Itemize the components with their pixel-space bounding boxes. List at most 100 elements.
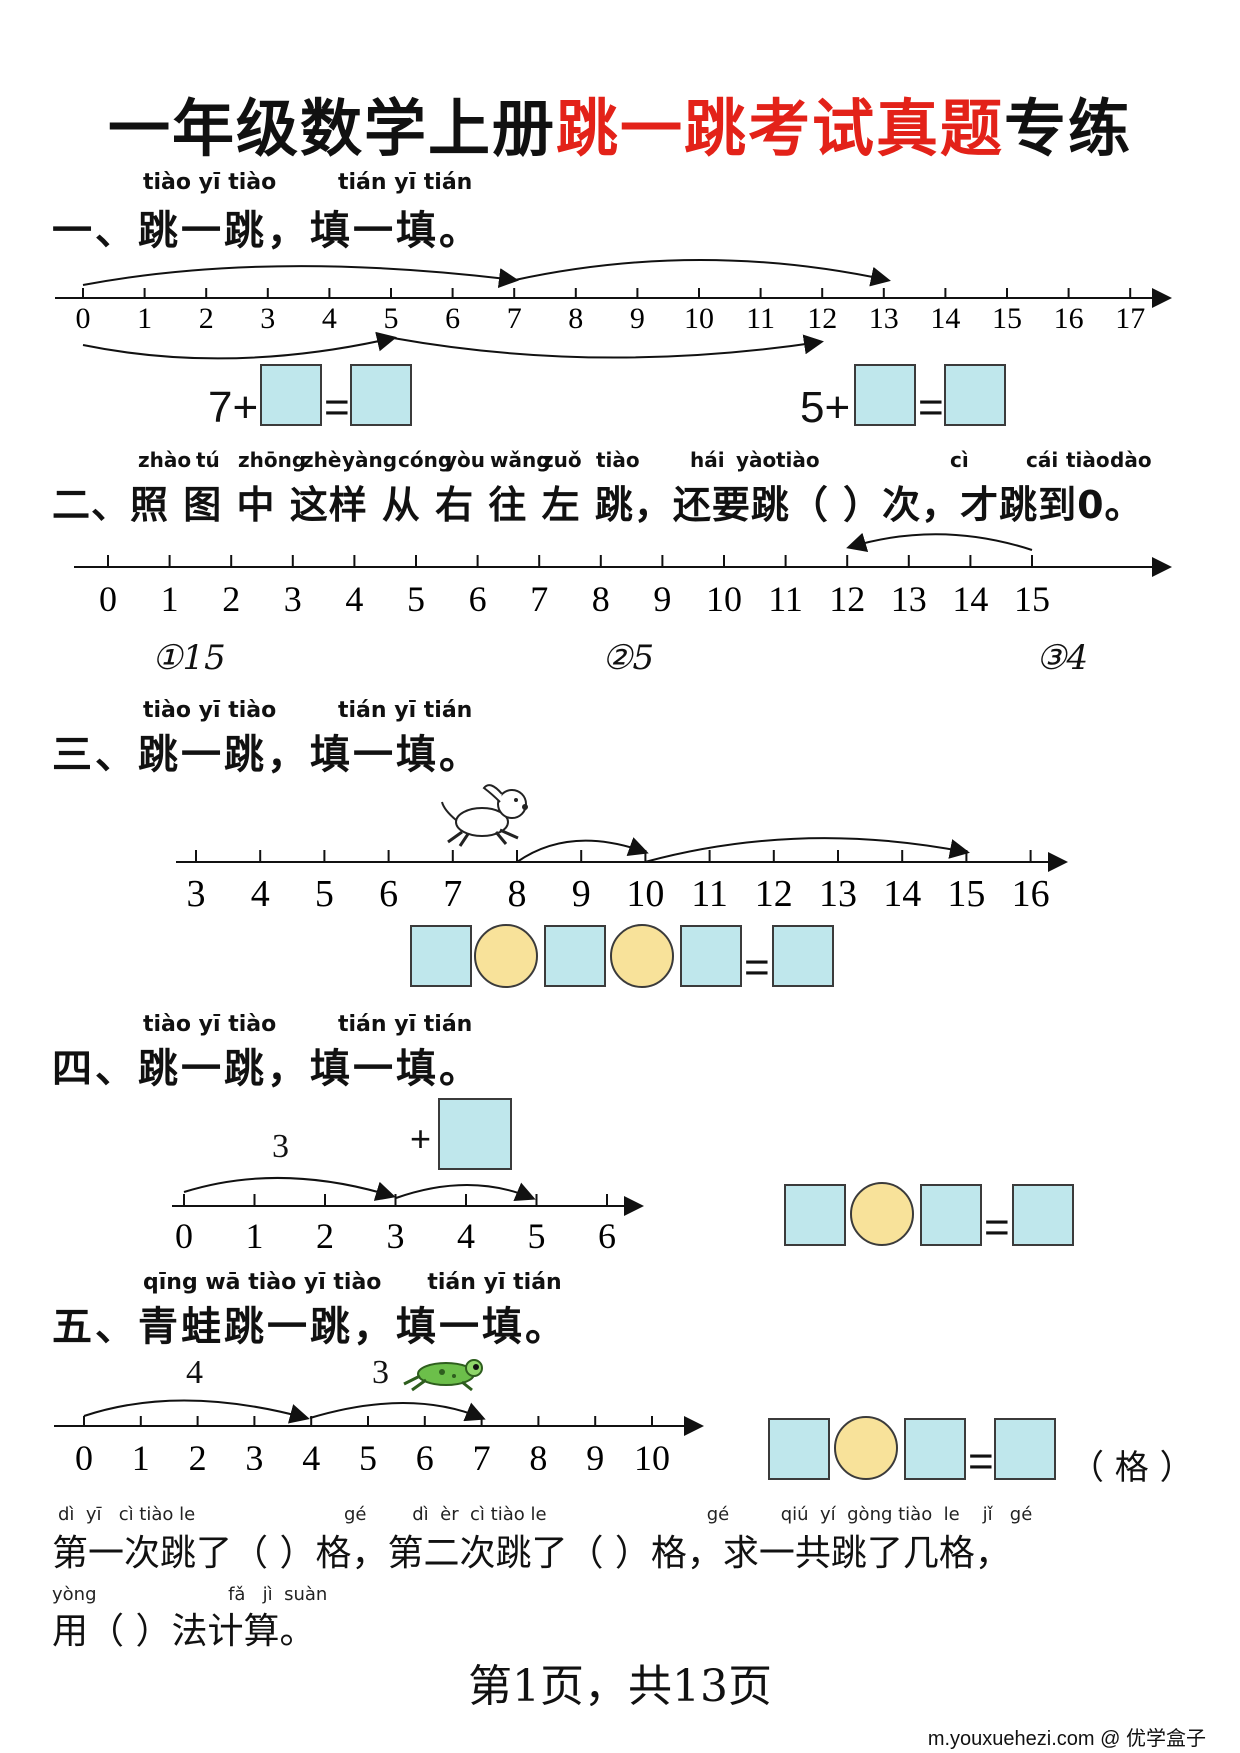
q4-arc-3-5: [395, 1182, 536, 1202]
q2-pinyin-syllable: yào: [736, 448, 777, 472]
q3-box-1[interactable]: [410, 925, 472, 987]
q3-tick-label: 5: [315, 873, 334, 915]
q4-circle[interactable]: [850, 1182, 914, 1246]
q5-tick-label: 5: [359, 1438, 377, 1470]
q2-pinyin-syllable: cóng: [398, 448, 453, 472]
q1-eq2-box-b[interactable]: [944, 364, 1006, 426]
page-title: 一年级数学上册跳一跳考试真题专练: [107, 92, 1133, 165]
q5-tick-label: 10: [634, 1438, 670, 1470]
q4-heading: 四、跳一跳，填一填。: [52, 1046, 482, 1092]
q1-tick-label: 15: [992, 302, 1022, 335]
q3-box-3[interactable]: [680, 925, 742, 987]
q5-box-3[interactable]: [994, 1418, 1056, 1480]
q1-tick-label: 14: [930, 302, 960, 335]
q1-eq2-prefix: 5+: [800, 383, 851, 432]
q1-eq2-box-a[interactable]: [854, 364, 916, 426]
q2-pinyin-syllable: zhào: [138, 448, 192, 472]
q4-pinyin-b: tián yī tián: [338, 1012, 473, 1037]
q4-box-2[interactable]: [920, 1184, 982, 1246]
q2-tick-label: 8: [592, 579, 610, 619]
q1-tick-label: 12: [807, 302, 837, 335]
q1-eq1-box-a[interactable]: [260, 364, 322, 426]
q2-option-3[interactable]: ③4: [1036, 638, 1089, 678]
q3-equals: =: [744, 943, 770, 992]
q1-tick-label: 4: [322, 302, 337, 335]
q2-tick-label: 13: [891, 579, 927, 619]
q5-pinyin: qīng wā tiào yī tiào tián yī tián: [143, 1270, 562, 1295]
q1-arc-5-12: [392, 334, 824, 359]
q3-tick-label: 8: [508, 873, 527, 915]
q1-arc-0-7: [82, 265, 519, 288]
page-footer: 第1页，共13页: [468, 1661, 772, 1712]
q2-pinyin-syllable: cì: [950, 448, 969, 472]
q3-circle-1[interactable]: [474, 924, 538, 988]
q5-arc-0-4: [83, 1399, 310, 1424]
q1-tick-label: 6: [445, 302, 460, 335]
q1-arc-7-13: [514, 259, 891, 287]
q3-tick-label: 10: [626, 873, 664, 915]
q2-pinyin-syllable: wǎng: [490, 448, 551, 472]
q4-arc-0-3: [183, 1176, 396, 1201]
q5-line2: 用（ ）法计算。: [52, 1611, 316, 1652]
q5-equals: =: [968, 1437, 994, 1486]
q4-jump-label: 3: [272, 1128, 289, 1165]
q5-unit: （ 格 ）: [1070, 1448, 1194, 1488]
q5-heading: 五、青蛙跳一跳，填一填。: [52, 1304, 568, 1350]
q1-tick-label: 9: [630, 302, 645, 335]
q1-tick-label: 17: [1115, 302, 1145, 335]
q5-jump2-label: 3: [372, 1354, 389, 1391]
q5-box-1[interactable]: [768, 1418, 830, 1480]
frog-illustration: [403, 1359, 483, 1392]
q5-box-2[interactable]: [904, 1418, 966, 1480]
q4-box-1[interactable]: [784, 1184, 846, 1246]
q2-tick-label: 6: [469, 579, 487, 619]
q2-tick-label: 0: [99, 579, 117, 619]
q5-line1-pinyin: dì yī cì tiào le gé dì èr cì tiào le gé …: [58, 1504, 1033, 1525]
q2-pinyin-syllable: tú: [196, 448, 220, 472]
q2-tick-label: 3: [284, 579, 302, 619]
q5-jump1-label: 4: [186, 1354, 203, 1391]
q2-pinyin-syllable: zuǒ: [542, 448, 582, 472]
q1-tick-label: 1: [137, 302, 152, 335]
q2-tick-label: 14: [952, 579, 988, 619]
q2-option-2[interactable]: ②5: [602, 638, 655, 678]
q5-circle[interactable]: [834, 1416, 898, 1480]
q2-option-1[interactable]: ①15: [152, 638, 226, 678]
q2-pinyin-syllable: dào: [1110, 448, 1152, 472]
q1-tick-label: 3: [260, 302, 275, 335]
q5-tick-label: 0: [75, 1438, 93, 1470]
q1-eq1-equals: =: [324, 383, 350, 432]
q5-tick-label: 2: [189, 1438, 207, 1470]
q2-tick-label: 9: [653, 579, 671, 619]
q3-circle-2[interactable]: [610, 924, 674, 988]
q2-tick-label: 10: [706, 579, 742, 619]
q5-tick-label: 1: [132, 1438, 150, 1470]
q3-box-4[interactable]: [772, 925, 834, 987]
q4-pinyin-a: tiào yī tiào: [143, 1012, 277, 1037]
q4-plus: +: [410, 1118, 432, 1159]
q3-box-2[interactable]: [544, 925, 606, 987]
q2-tick-label: 5: [407, 579, 425, 619]
q1-eq1-prefix: 7+: [208, 383, 259, 432]
q5-tick-label: 7: [473, 1438, 491, 1470]
q2-pinyin-syllable: tiào: [776, 448, 820, 472]
q5-line2-pinyin: yòng fǎ jì suàn: [52, 1584, 328, 1605]
q5-arc-4-7: [309, 1402, 486, 1422]
q4-box-3[interactable]: [1012, 1184, 1074, 1246]
q4-tick-label: 6: [598, 1216, 616, 1250]
q4-tick-label: 1: [246, 1216, 264, 1250]
q1-arc-0-5: [82, 331, 397, 360]
q2-arc-15-12: [846, 532, 1033, 552]
q3-tick-label: 9: [572, 873, 591, 915]
q3-arc-8-10: [516, 837, 649, 863]
q1-eq1-box-b[interactable]: [350, 364, 412, 426]
q3-tick-label: 11: [691, 873, 728, 915]
q2-pinyin-syllable: tiào: [596, 448, 640, 472]
q4-equals: =: [984, 1203, 1010, 1252]
dog-illustration: [441, 784, 528, 847]
q4-box-plus[interactable]: [438, 1098, 512, 1170]
q3-tick-label: 3: [187, 873, 206, 915]
q1-tick-label: 16: [1054, 302, 1084, 335]
